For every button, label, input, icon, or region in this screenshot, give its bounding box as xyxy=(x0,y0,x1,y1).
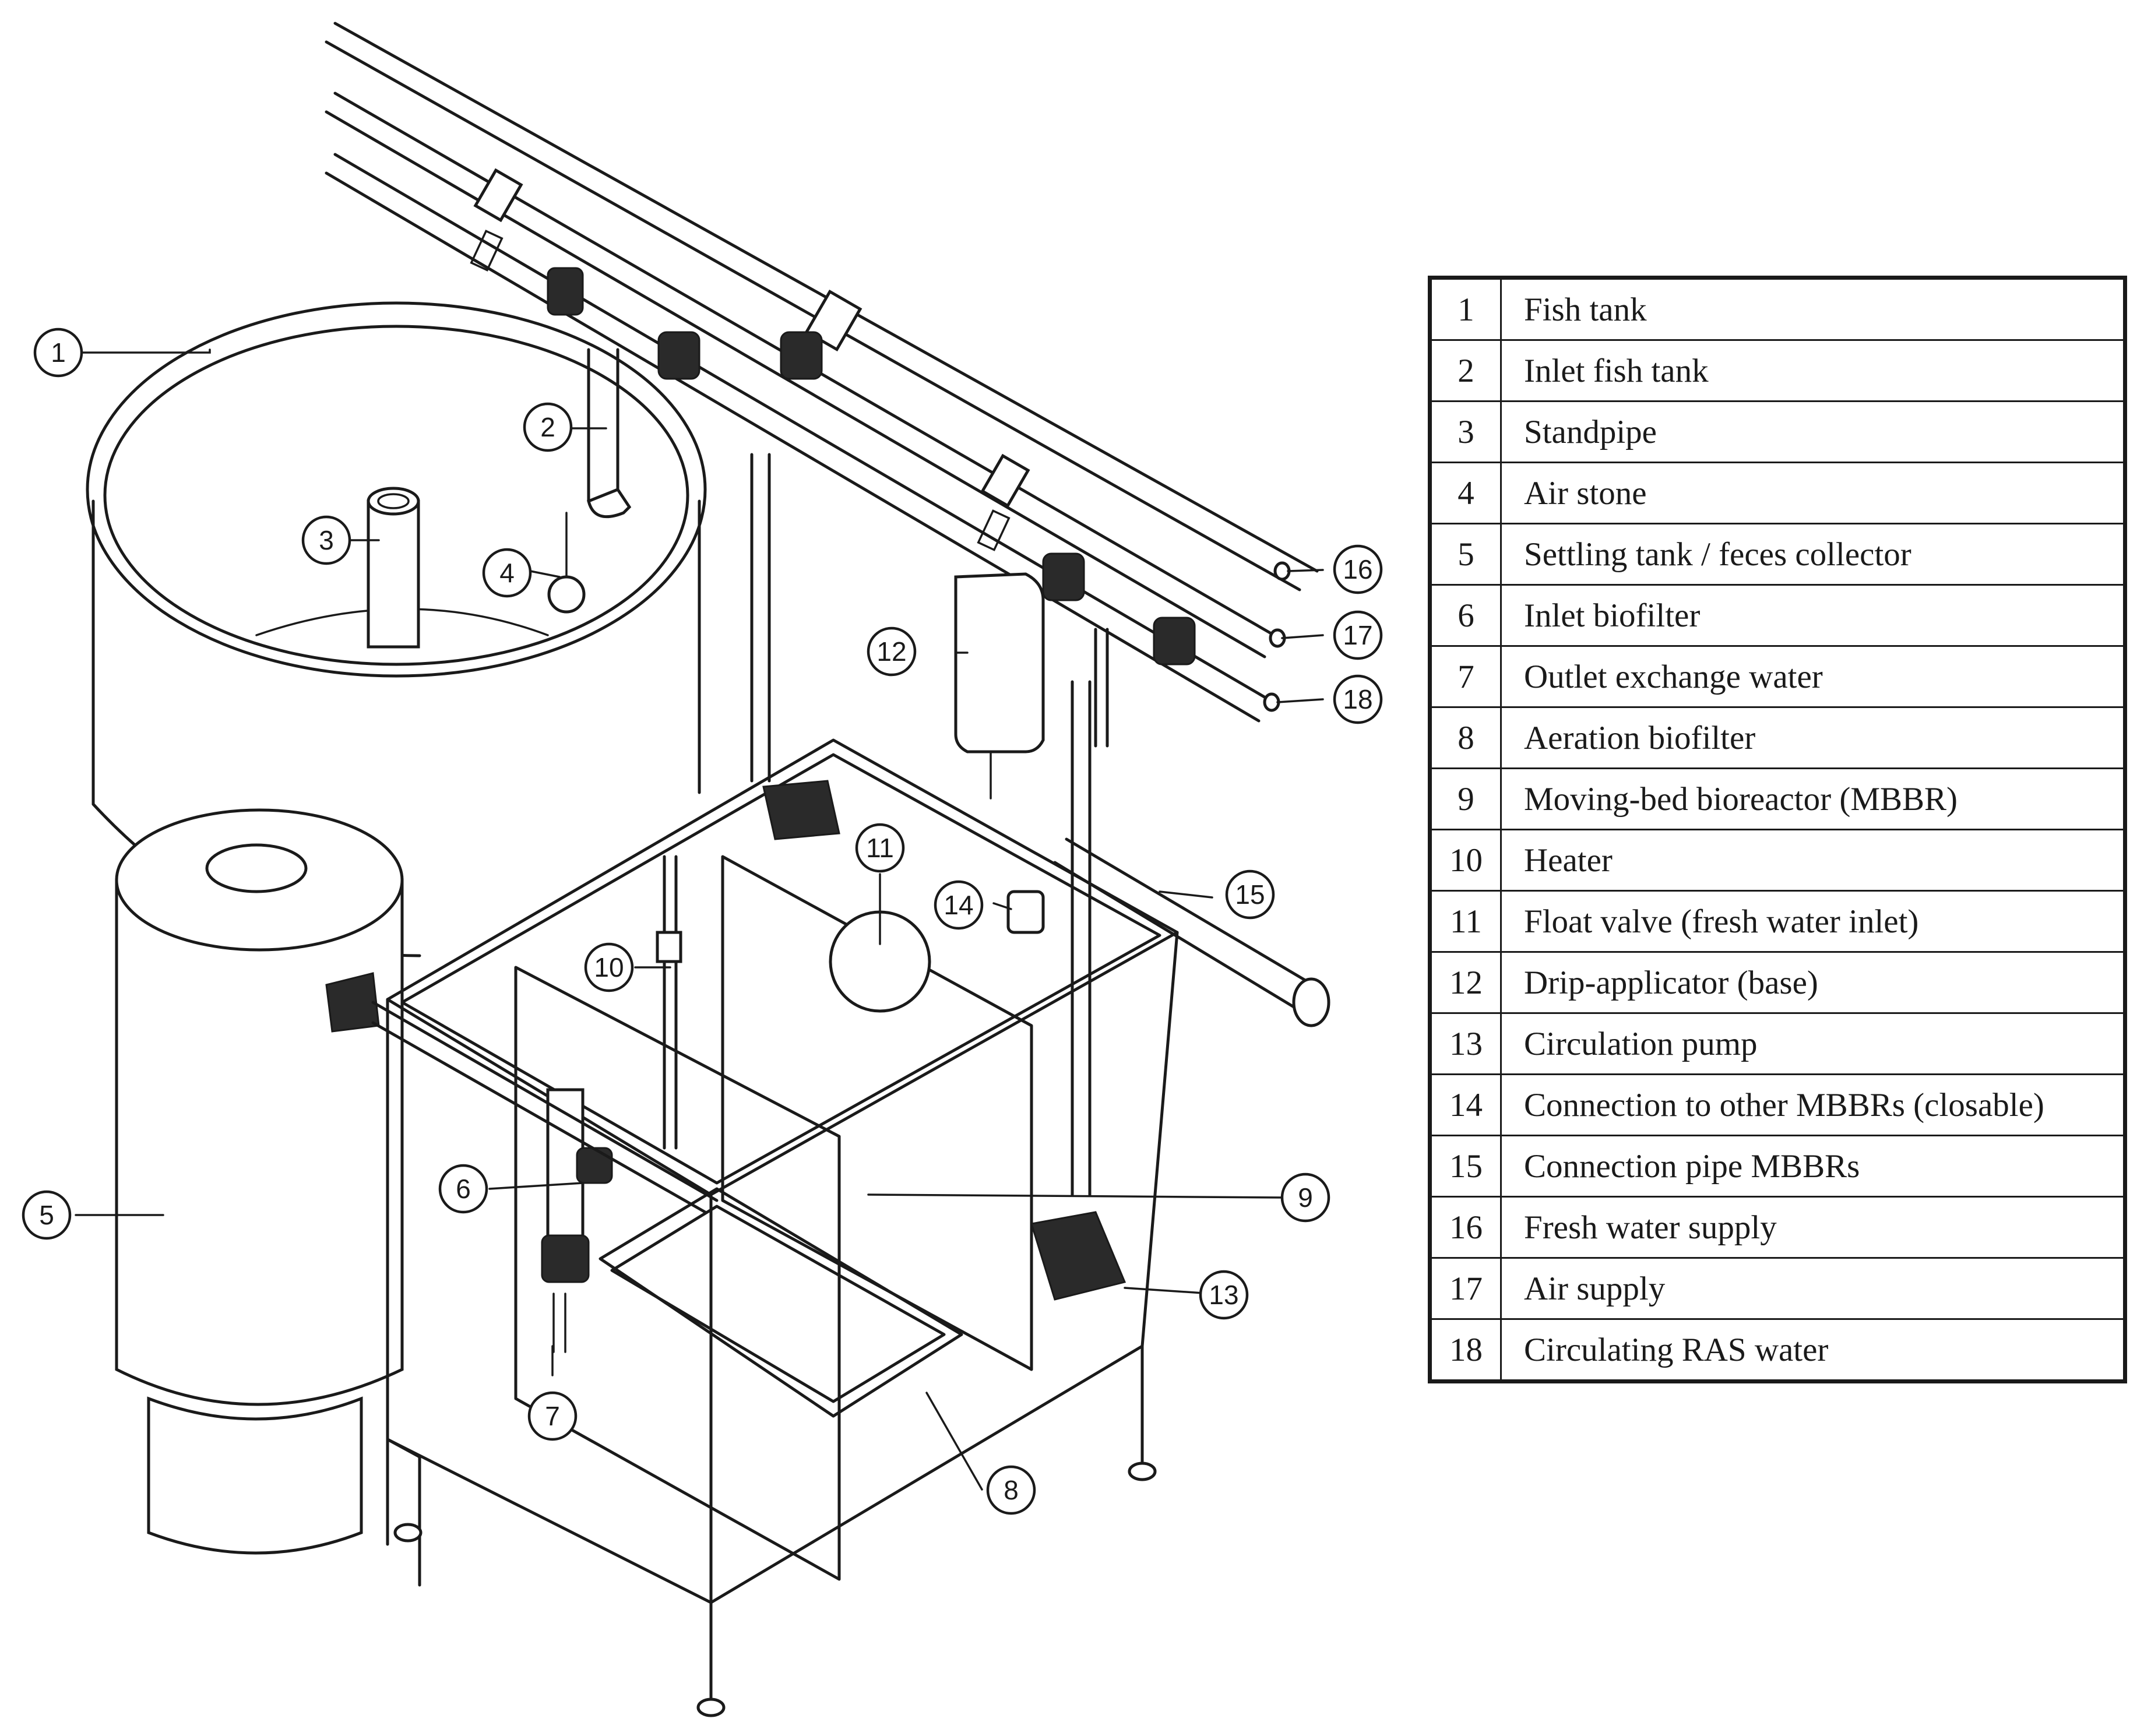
leader-lines xyxy=(75,348,1324,1491)
legend-label: Inlet biofilter xyxy=(1500,584,2126,647)
supply-pipes xyxy=(325,22,1319,723)
svg-text:15: 15 xyxy=(1235,879,1265,910)
svg-text:9: 9 xyxy=(1298,1182,1313,1213)
legend-number: 16 xyxy=(1429,1196,1502,1259)
svg-text:12: 12 xyxy=(876,636,906,667)
svg-text:17: 17 xyxy=(1343,620,1372,650)
callout-5: 5 xyxy=(22,1190,72,1240)
legend-number: 5 xyxy=(1429,523,1502,586)
legend-label: Aeration biofilter xyxy=(1500,706,2126,769)
svg-text:18: 18 xyxy=(1343,684,1372,714)
svg-text:10: 10 xyxy=(594,952,624,983)
callout-10: 10 xyxy=(584,942,634,992)
svg-text:14: 14 xyxy=(944,890,973,920)
legend-label: Heater xyxy=(1500,829,2126,892)
legend-number: 1 xyxy=(1429,277,1502,341)
legend-number: 11 xyxy=(1429,890,1502,953)
callout-8: 8 xyxy=(986,1465,1036,1515)
legend-label: Air stone xyxy=(1500,462,2126,524)
legend-number: 15 xyxy=(1429,1135,1502,1198)
callout-11: 11 xyxy=(855,823,905,873)
svg-text:4: 4 xyxy=(499,558,515,588)
svg-text:7: 7 xyxy=(545,1401,560,1431)
legend-number: 14 xyxy=(1429,1073,1502,1136)
svg-text:5: 5 xyxy=(39,1200,54,1230)
legend-label: Circulating RAS water xyxy=(1500,1318,2126,1382)
legend-label: Settling tank / feces collector xyxy=(1500,523,2126,586)
legend-number: 8 xyxy=(1429,706,1502,769)
callout-14: 14 xyxy=(934,880,984,930)
callout-9: 9 xyxy=(1280,1172,1330,1223)
legend-label: Outlet exchange water xyxy=(1500,645,2126,708)
legend-number: 18 xyxy=(1429,1318,1502,1382)
settling-tank xyxy=(115,808,404,1555)
legend-label: Circulation pump xyxy=(1500,1012,2126,1075)
callout-3: 3 xyxy=(301,515,351,565)
legend-label: Moving-bed bioreactor (MBBR) xyxy=(1500,767,2126,830)
mbbr-box xyxy=(371,453,1330,1717)
svg-text:1: 1 xyxy=(51,337,66,368)
svg-text:3: 3 xyxy=(319,525,334,555)
callout-1: 1 xyxy=(33,328,83,378)
legend-number: 2 xyxy=(1429,339,1502,402)
legend-number: 13 xyxy=(1429,1012,1502,1075)
svg-text:13: 13 xyxy=(1209,1280,1238,1310)
svg-text:6: 6 xyxy=(456,1174,471,1204)
legend-label: Standpipe xyxy=(1500,400,2126,463)
legend-label: Connection pipe MBBRs xyxy=(1500,1135,2126,1198)
legend-number: 12 xyxy=(1429,951,1502,1014)
callout-4: 4 xyxy=(482,548,532,598)
callout-7: 7 xyxy=(527,1391,578,1441)
legend-label: Connection to other MBBRs (closable) xyxy=(1500,1073,2126,1136)
svg-text:2: 2 xyxy=(540,412,555,442)
callout-17: 17 xyxy=(1333,610,1383,660)
legend-label: Drip-applicator (base) xyxy=(1500,951,2126,1014)
svg-text:11: 11 xyxy=(866,833,894,863)
callout-15: 15 xyxy=(1225,869,1275,920)
legend-number: 3 xyxy=(1429,400,1502,463)
callout-6: 6 xyxy=(438,1164,488,1214)
legend-number: 9 xyxy=(1429,767,1502,830)
callout-16: 16 xyxy=(1333,544,1383,594)
callout-18: 18 xyxy=(1333,674,1383,724)
callout-12: 12 xyxy=(867,626,917,677)
legend-number: 4 xyxy=(1429,462,1502,524)
callout-13: 13 xyxy=(1199,1270,1249,1320)
legend-label: Fresh water supply xyxy=(1500,1196,2126,1259)
legend-number: 7 xyxy=(1429,645,1502,708)
legend-label: Float valve (fresh water inlet) xyxy=(1500,890,2126,953)
legend-number: 6 xyxy=(1429,584,1502,647)
legend-label: Air supply xyxy=(1500,1257,2126,1320)
legend-label: Inlet fish tank xyxy=(1500,339,2126,402)
callout-2: 2 xyxy=(523,402,573,452)
legend-number: 10 xyxy=(1429,829,1502,892)
svg-text:16: 16 xyxy=(1343,554,1372,584)
legend-label: Fish tank xyxy=(1500,277,2126,341)
legend-number: 17 xyxy=(1429,1257,1502,1320)
svg-text:8: 8 xyxy=(1004,1475,1019,1505)
